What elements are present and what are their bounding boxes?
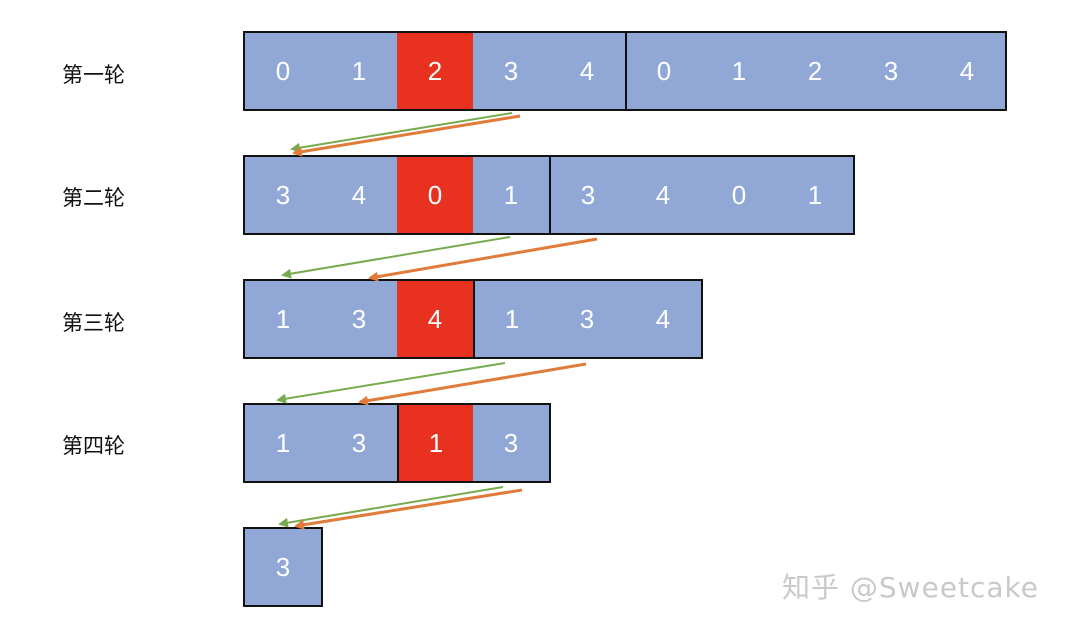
array-cell: 3: [549, 157, 625, 233]
arrow-orange: [358, 362, 587, 406]
array-cell-highlighted: 1: [397, 405, 473, 481]
round-label-2: 第二轮: [62, 186, 125, 210]
arrow-green: [276, 362, 506, 404]
array-cell: 3: [245, 157, 321, 233]
array-cell-highlighted: 4: [397, 281, 473, 357]
array-cell: 4: [625, 157, 701, 233]
arrow-orange: [294, 488, 523, 530]
final-cell-box: 3: [243, 527, 323, 607]
array-cell: 0: [701, 157, 777, 233]
round-label-1: 第一轮: [62, 63, 125, 87]
array-cell: 2: [777, 33, 853, 109]
array-cell: 4: [625, 281, 701, 357]
array-cell: 4: [549, 33, 625, 109]
array-row-round-1: 0 1 2 3 4 0 1 2 3 4: [243, 31, 1007, 111]
array-cell: 3: [321, 405, 397, 481]
arrow-orange: [368, 237, 598, 282]
round-label-4: 第四轮: [62, 434, 125, 458]
watermark: 知乎 @Sweetcake: [782, 571, 1040, 604]
array-cell: 1: [245, 405, 321, 481]
array-row-round-4: 1 3 1 3: [243, 403, 551, 483]
array-cell: 1: [321, 33, 397, 109]
arrow-orange: [292, 114, 521, 157]
array-cell-highlighted: 0: [397, 157, 473, 233]
array-cell: 1: [777, 157, 853, 233]
array-cell: 0: [625, 33, 701, 109]
array-cell: 4: [321, 157, 397, 233]
final-cell: 3: [245, 529, 321, 605]
round-label-3: 第三轮: [62, 311, 125, 335]
array-cell: 3: [473, 33, 549, 109]
array-cell: 4: [929, 33, 1005, 109]
arrow-green: [281, 236, 511, 279]
arrow-green: [278, 486, 504, 528]
array-cell-highlighted: 2: [397, 33, 473, 109]
array-cell: 3: [321, 281, 397, 357]
array-row-round-3: 1 3 4 1 3 4: [243, 279, 703, 359]
array-cell: 3: [549, 281, 625, 357]
array-cell: 3: [853, 33, 929, 109]
arrow-green: [290, 112, 513, 153]
array-cell: 0: [245, 33, 321, 109]
array-row-round-2: 3 4 0 1 3 4 0 1: [243, 155, 855, 235]
array-cell: 1: [473, 281, 549, 357]
array-cell: 1: [473, 157, 549, 233]
array-cell: 1: [245, 281, 321, 357]
array-cell: 1: [701, 33, 777, 109]
array-cell: 3: [473, 405, 549, 481]
